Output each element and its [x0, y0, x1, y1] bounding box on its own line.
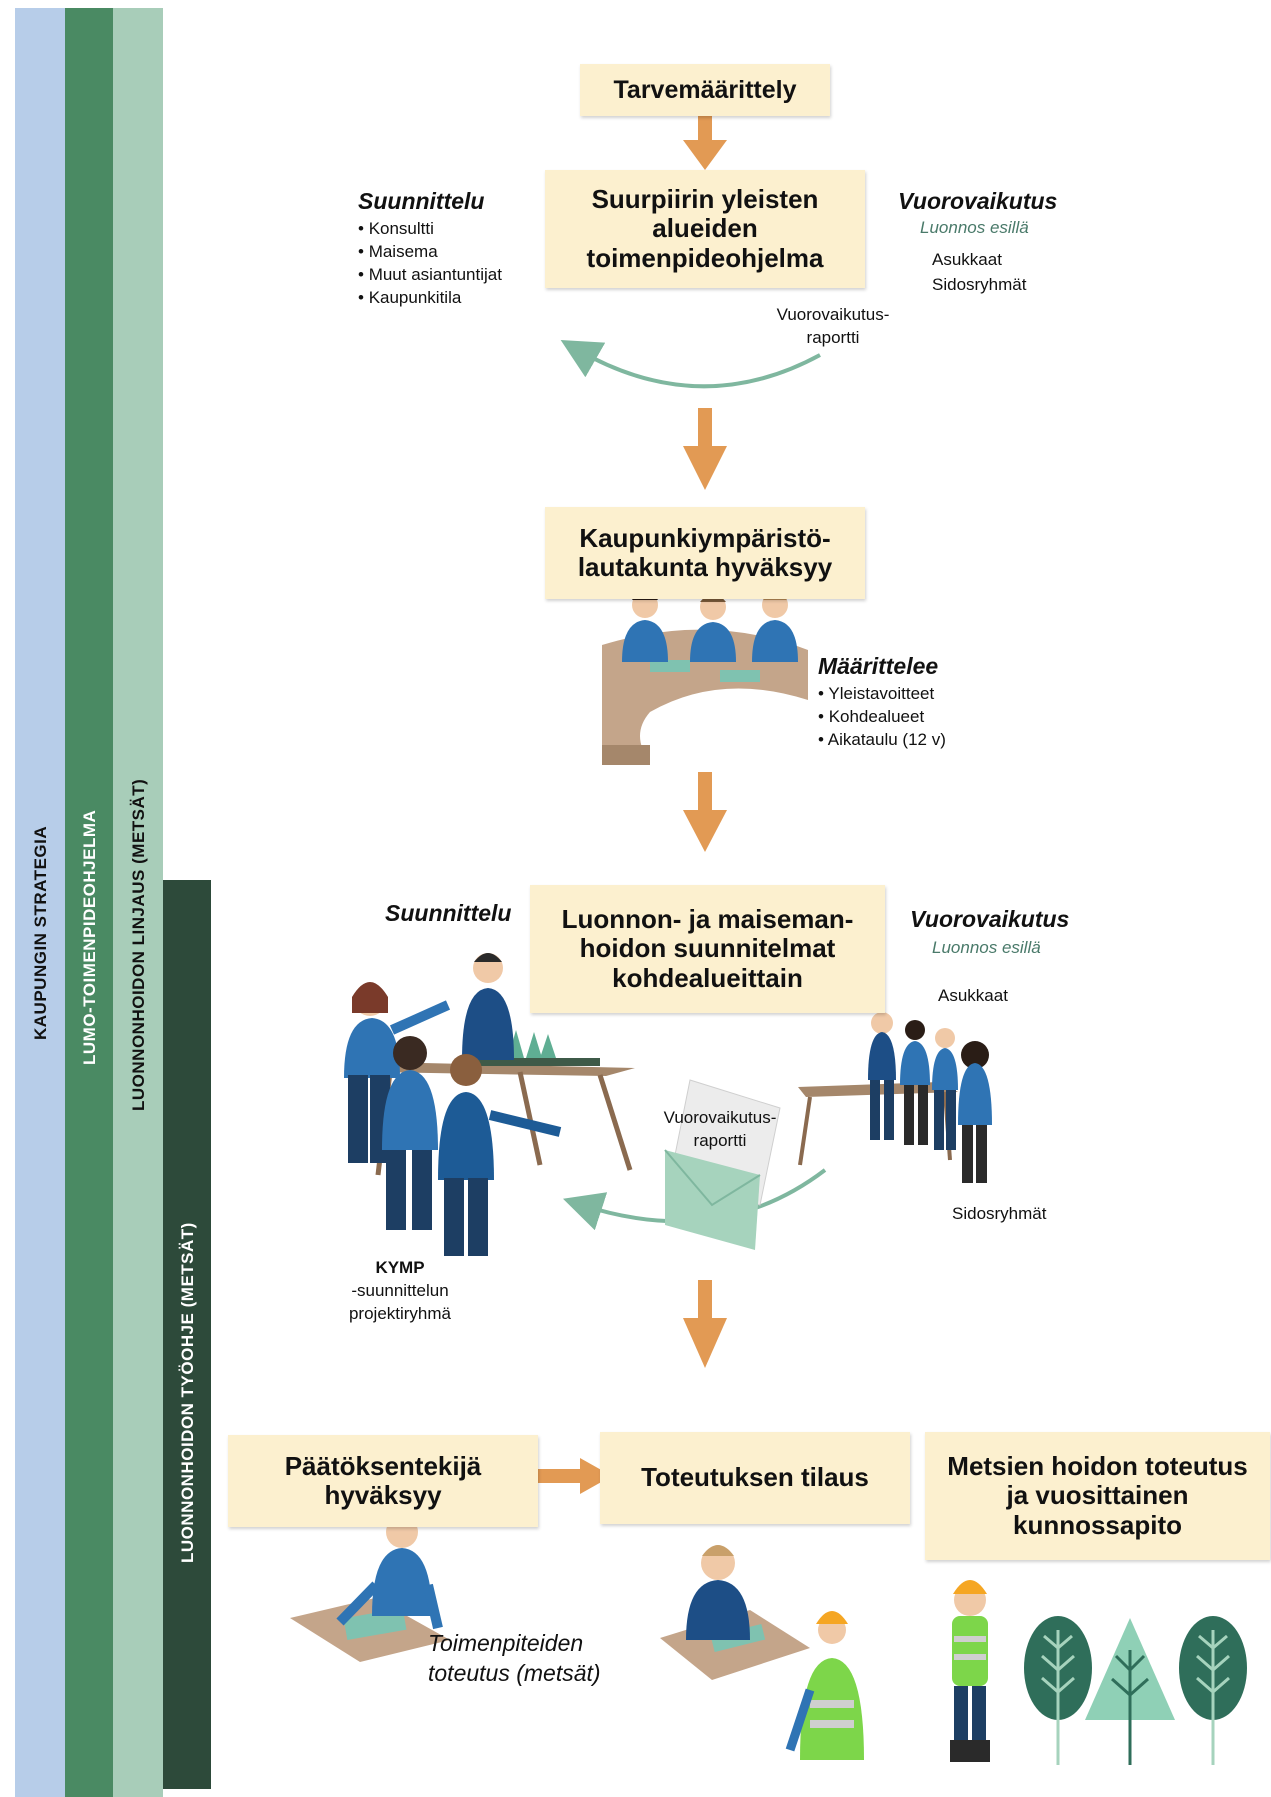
luonnos-esilla-2: Luonnos esillä	[932, 938, 1041, 957]
arrow-down-1	[683, 112, 727, 170]
suunnittelu-title: Suunnittelu	[358, 188, 485, 214]
forestry-illustration	[950, 1580, 1247, 1765]
board-illustration	[602, 590, 808, 765]
box-paatoksentekija: Päätöksentekijä hyväksyy	[228, 1435, 538, 1527]
arrow-down-3	[683, 772, 727, 852]
box-tarvemaarittely: Tarvemäärittely	[580, 64, 830, 116]
list-item: • Aikataulu (12 v)	[818, 730, 946, 749]
list-item: • Maisema	[358, 242, 438, 261]
sidosryhmat-label: Sidosryhmät	[932, 275, 1027, 294]
asukkaat-label-2: Asukkaat	[938, 986, 1008, 1005]
list-item: • Kaupunkitila	[358, 288, 462, 307]
vuorovaikutus-title: Vuorovaikutus	[898, 188, 1058, 214]
suunnittelu-title-2: Suunnittelu	[385, 900, 512, 926]
box-metsien-hoito: Metsien hoidon toteutus ja vuosittainen …	[925, 1432, 1270, 1560]
luonnos-esilla: Luonnos esillä	[920, 218, 1029, 237]
decision-maker-illustration	[290, 1516, 450, 1662]
band-luonnonhoidon-linjaus: LUONNONHOIDON LINJAUS (METSÄT)	[113, 8, 163, 1797]
box-suunnitelmat: Luonnon- ja maiseman-hoidon suunnitelmat…	[530, 885, 885, 1013]
planning-group-illustration	[344, 953, 635, 1256]
arrow-down-2	[683, 408, 727, 490]
maarittelee-title: Määrittelee	[818, 653, 939, 679]
feedback-curve-1	[560, 340, 821, 389]
vuorovaikutus-title-2: Vuorovaikutus	[910, 906, 1070, 932]
sidosryhmat-label-2: Sidosryhmät	[952, 1204, 1047, 1223]
box-toimenpideohjelma: Suurpiirin yleisten alueiden toimenpideo…	[545, 170, 865, 288]
vuorovaikutusraportti-label-2: Vuorovaikutus-raportti	[663, 1108, 777, 1150]
box-toteutuksen-tilaus: Toteutuksen tilaus	[600, 1432, 910, 1524]
kymp-label: KYMP -suunnittelun projektiryhmä	[348, 1258, 452, 1323]
envelope-illustration	[664, 1079, 781, 1250]
list-item: • Muut asiantuntijat	[358, 265, 502, 284]
vuorovaikutusraportti-label: Vuorovaikutus-raportti	[776, 305, 890, 347]
band-kaupungin-strategia: KAUPUNGIN STRATEGIA	[15, 8, 65, 1797]
suunnittelu-list: • Konsultti • Maisema • Muut asiantuntij…	[358, 217, 502, 309]
list-item: • Konsultti	[358, 219, 434, 238]
order-illustration	[660, 1545, 864, 1760]
band-lumo-toimenpideohjelma: LUMO-TOIMENPIDEOHJELMA	[65, 8, 113, 1797]
band-luonnonhoidon-tyoohje: LUONNONHOIDON TYÖOHJE (METSÄT)	[163, 880, 211, 1789]
asukkaat-label: Asukkaat	[932, 250, 1002, 269]
stakeholder-group-illustration	[798, 1012, 992, 1183]
box-lautakunta: Kaupunkiympäristö-lautakunta hyväksyy	[545, 507, 865, 599]
list-item: • Yleistavoitteet	[818, 684, 935, 703]
maarittelee-list: • Yleistavoitteet • Kohdealueet • Aikata…	[818, 682, 946, 751]
arrow-right	[530, 1458, 612, 1494]
arrow-down-4	[683, 1280, 727, 1368]
list-item: • Kohdealueet	[818, 707, 925, 726]
